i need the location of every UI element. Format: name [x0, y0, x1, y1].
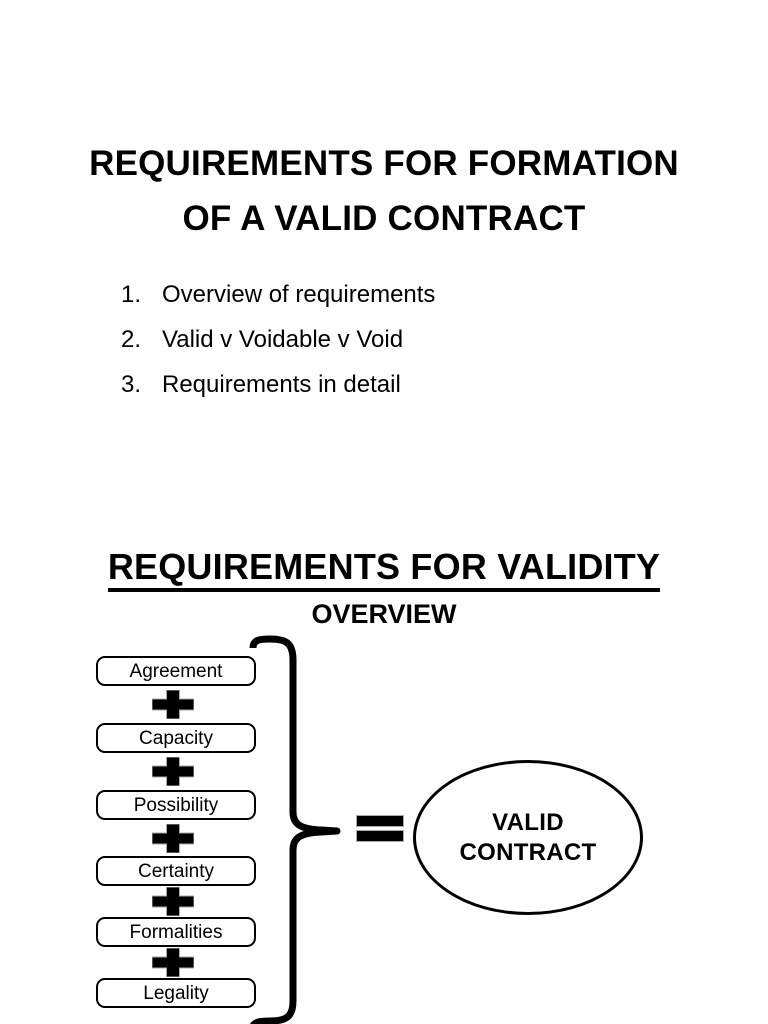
curly-brace-icon — [249, 635, 341, 1024]
requirement-box-legality: Legality — [96, 978, 256, 1008]
list-item-number: 1. — [121, 281, 142, 308]
requirement-box-possibility: Possibility — [96, 790, 256, 820]
list-item-text: Valid v Voidable v Void — [162, 326, 404, 353]
requirement-label: Capacity — [139, 727, 213, 749]
requirement-label: Formalities — [129, 921, 223, 943]
requirement-label: Possibility — [133, 794, 219, 816]
slide-title: REQUIREMENTS FOR FORMATION OF A VALID CO… — [0, 136, 768, 246]
list-item-number: 3. — [121, 371, 142, 398]
requirement-box-agreement: Agreement — [96, 656, 256, 686]
requirement-label: Agreement — [129, 660, 223, 682]
equals-icon — [356, 815, 404, 844]
result-line-1: VALID — [492, 808, 564, 836]
requirement-box-formalities: Formalities — [96, 917, 256, 947]
list-item: 1. Overview of requirements — [121, 272, 435, 317]
list-item: 2. Valid v Voidable v Void — [121, 317, 435, 362]
plus-icon — [152, 757, 194, 786]
section-heading: REQUIREMENTS FOR VALIDITY — [107, 547, 661, 592]
plus-icon — [152, 887, 194, 916]
list-item-text: Overview of requirements — [162, 281, 436, 308]
list-item: 3. Requirements in detail — [121, 362, 435, 407]
list-item-text: Requirements in detail — [162, 371, 401, 398]
slide-title-line-2: OF A VALID CONTRACT — [182, 199, 586, 238]
result-line-2: CONTRACT — [459, 838, 597, 866]
slide-title-line-1: REQUIREMENTS FOR FORMATION — [89, 144, 679, 183]
list-item-number: 2. — [121, 326, 142, 353]
requirement-label: Legality — [143, 982, 209, 1004]
plus-icon — [152, 824, 194, 853]
section-heading-wrap: REQUIREMENTS FOR VALIDITY — [0, 547, 768, 592]
section-subheading: OVERVIEW — [311, 599, 457, 629]
plus-icon — [152, 690, 194, 719]
agenda-list: 1. Overview of requirements 2. Valid v V… — [121, 272, 435, 407]
plus-icon — [152, 948, 194, 977]
requirement-label: Certainty — [137, 860, 215, 882]
requirement-box-certainty: Certainty — [96, 856, 256, 886]
requirement-box-capacity: Capacity — [96, 723, 256, 753]
valid-contract-ellipse: VALID CONTRACT — [413, 760, 643, 915]
